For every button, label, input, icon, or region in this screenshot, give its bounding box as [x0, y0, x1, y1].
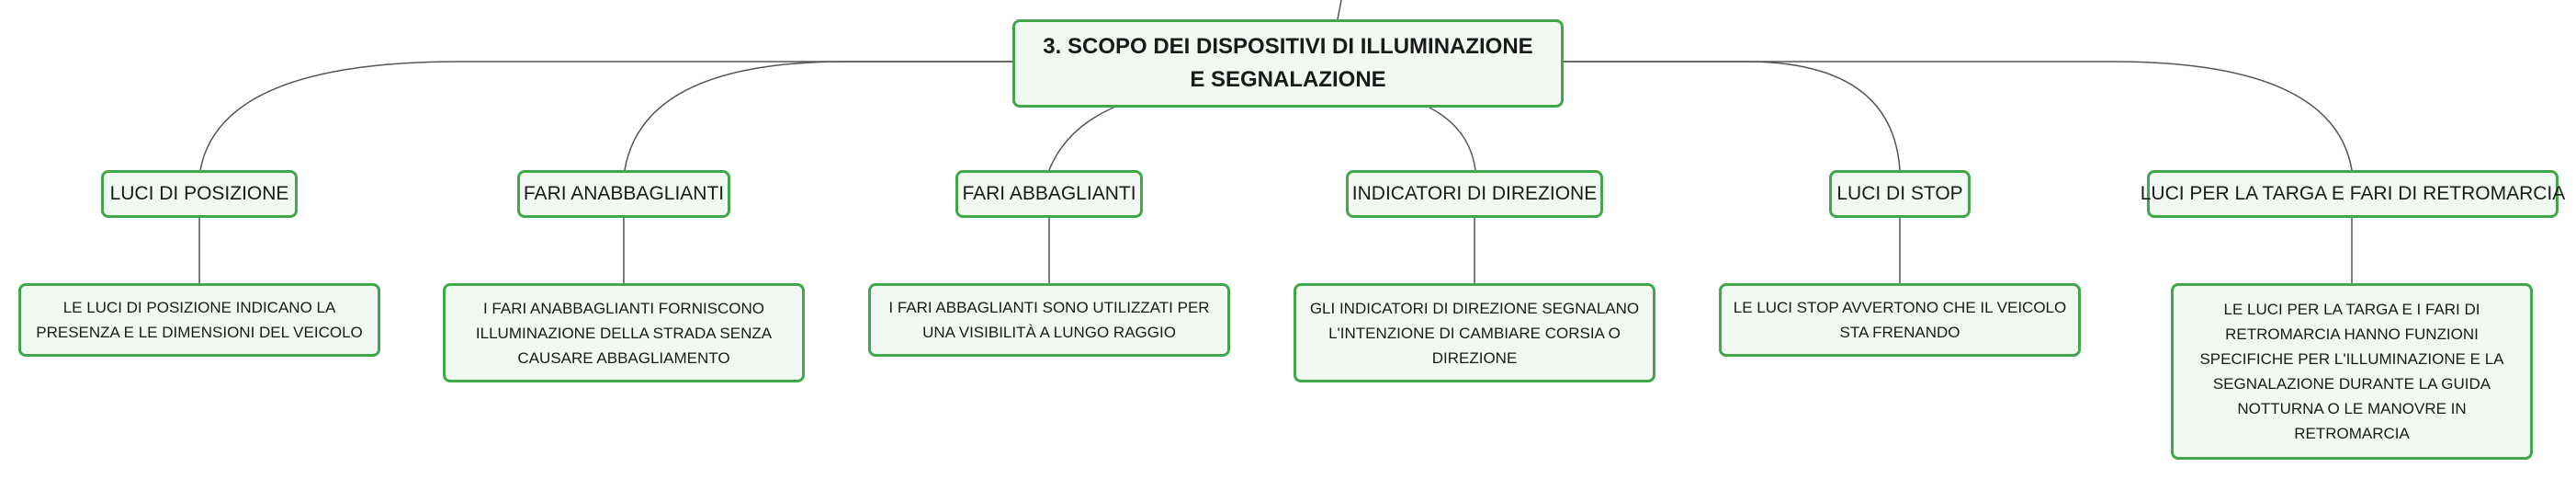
description-luci-di-posizione[interactable]: LE LUCI DI POSIZIONE INDICANO LA PRESENZ… [18, 283, 380, 357]
connector-root-indicatori [1429, 107, 1476, 171]
connector-root-top [1337, 0, 1342, 20]
description-luci-di-stop[interactable]: LE LUCI STOP AVVERTONO CHE IL VEICOLO ST… [1719, 283, 2081, 357]
topic-luci-di-posizione[interactable]: LUCI DI POSIZIONE [101, 170, 298, 218]
description-luci-targa-fari-retromarcia[interactable]: LE LUCI PER LA TARGA E I FARI DI RETROMA… [2171, 283, 2533, 460]
connector-root-luci-posizione [199, 61, 1012, 171]
description-fari-anabbaglianti[interactable]: I FARI ANABBAGLIANTI FORNISCONO ILLUMINA… [443, 283, 805, 382]
topic-luci-targa-fari-retromarcia[interactable]: LUCI PER LA TARGA E FARI DI RETROMARCIA [2141, 170, 2565, 218]
description-text: I FARI ANABBAGLIANTI FORNISCONO ILLUMINA… [475, 299, 773, 367]
connector-root-targa-retromarcia [1564, 61, 2353, 171]
topic-label: FARI ANABBAGLIANTI [523, 183, 725, 204]
description-text: GLI INDICATORI DI DIREZIONE SEGNALANO L'… [1309, 299, 1640, 367]
topic-indicatori-di-direzione[interactable]: INDICATORI DI DIREZIONE [1346, 170, 1603, 218]
topic-label: FARI ABBAGLIANTI [962, 183, 1136, 204]
root-topic[interactable]: 3. SCOPO DEI DISPOSITIVI DI ILLUMINAZION… [1012, 19, 1564, 108]
topic-label: INDICATORI DI DIREZIONE [1351, 183, 1598, 204]
topic-luci-di-stop[interactable]: LUCI DI STOP [1829, 170, 1971, 218]
connector-root-fari-anabbaglianti [624, 61, 1012, 171]
topic-label: LUCI DI POSIZIONE [109, 183, 289, 204]
topic-fari-anabbaglianti[interactable]: FARI ANABBAGLIANTI [517, 170, 730, 218]
connector-root-fari-abbaglianti [1048, 107, 1114, 171]
description-text: LE LUCI STOP AVVERTONO CHE IL VEICOLO ST… [1733, 299, 2067, 341]
description-text: LE LUCI PER LA TARGA E I FARI DI RETROMA… [2199, 301, 2504, 442]
topic-label: LUCI DI STOP [1836, 183, 1963, 204]
description-text: LE LUCI DI POSIZIONE INDICANO LA PRESENZ… [36, 299, 363, 341]
description-indicatori-di-direzione[interactable]: GLI INDICATORI DI DIREZIONE SEGNALANO L'… [1294, 283, 1655, 382]
topic-label: LUCI PER LA TARGA E FARI DI RETROMARCIA [2140, 183, 2566, 204]
description-text: I FARI ABBAGLIANTI SONO UTILIZZATI PER U… [888, 299, 1210, 341]
root-topic-title: 3. SCOPO DEI DISPOSITIVI DI ILLUMINAZION… [1043, 34, 1533, 92]
topic-fari-abbaglianti[interactable]: FARI ABBAGLIANTI [955, 170, 1143, 218]
connector-root-luci-stop [1564, 61, 1901, 171]
description-fari-abbaglianti[interactable]: I FARI ABBAGLIANTI SONO UTILIZZATI PER U… [868, 283, 1230, 357]
